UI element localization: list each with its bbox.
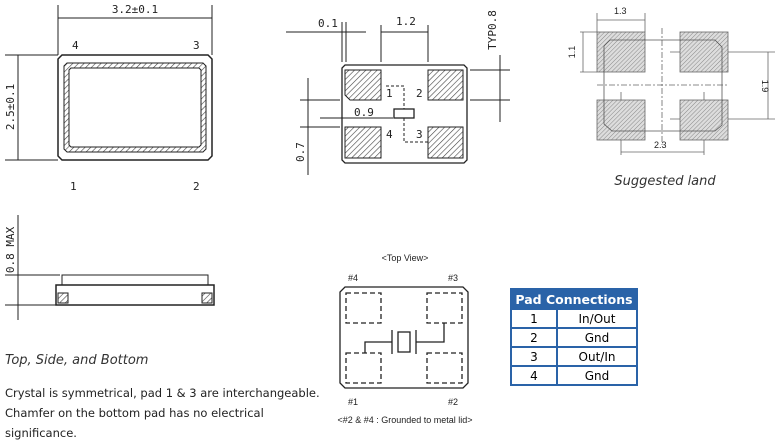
pad-number: 2 <box>510 327 558 348</box>
schematic-pin-3: #3 <box>448 273 458 283</box>
dim-0-9: 0.9 <box>354 106 374 119</box>
pad-function: Gnd <box>556 327 638 348</box>
land-dim-1-9: 1.9 <box>760 80 770 93</box>
table-header: Pad Connections <box>510 288 638 310</box>
pad-function: Out/In <box>556 346 638 367</box>
bottom-pin-4: 4 <box>386 128 393 141</box>
dim-0-7: 0.7 <box>294 142 307 162</box>
schematic-footer: <#2 & #4 : Grounded to metal lid> <box>337 415 472 425</box>
side-height-dimension: 0.8 MAX <box>4 226 17 273</box>
pad-number: 4 <box>510 365 558 386</box>
dim-typ-0-8: TYP0.8 <box>486 10 499 50</box>
pad-number: 3 <box>510 346 558 367</box>
land-dim-1-1: 1.1 <box>567 46 577 59</box>
width-dimension: 3.2±0.1 <box>112 3 158 16</box>
notes: Crystal is symmetrical, pad 1 & 3 are in… <box>5 383 320 441</box>
suggested-land-drawing <box>580 13 775 155</box>
schematic-pin-2: #2 <box>448 397 458 407</box>
schematic-pin-1: #1 <box>348 397 358 407</box>
schematic-pin-4: #4 <box>348 273 358 283</box>
note-line: significance. <box>5 426 77 440</box>
note-line: Crystal is symmetrical, pad 1 & 3 are in… <box>5 386 320 400</box>
pad-function: In/Out <box>556 308 638 329</box>
dim-0-1: 0.1 <box>318 17 338 30</box>
bottom-pin-1: 1 <box>386 87 393 100</box>
dim-1-2: 1.2 <box>396 15 416 28</box>
pad-number: 1 <box>510 308 558 329</box>
pin-label-2: 2 <box>193 180 200 193</box>
pin-label-3: 3 <box>193 39 200 52</box>
land-dim-1-3: 1.3 <box>614 6 627 16</box>
bottom-pin-3: 3 <box>416 128 423 141</box>
note-line: Chamfer on the bottom pad has no electri… <box>5 406 264 420</box>
bottom-view-drawing <box>286 22 510 175</box>
pin-label-4: 4 <box>72 39 79 52</box>
height-dimension: 2.5±0.1 <box>4 84 17 130</box>
pin-label-1: 1 <box>70 180 77 193</box>
schematic-title: <Top View> <box>382 253 429 263</box>
land-caption: Suggested land <box>614 174 716 189</box>
top-view-drawing <box>5 5 213 161</box>
land-dim-2-3: 2.3 <box>654 140 667 150</box>
side-view-drawing <box>5 215 215 320</box>
pad-function: Gnd <box>556 365 638 386</box>
schematic-top-view <box>339 286 469 389</box>
bottom-pin-2: 2 <box>416 87 423 100</box>
views-caption: Top, Side, and Bottom <box>5 353 148 368</box>
